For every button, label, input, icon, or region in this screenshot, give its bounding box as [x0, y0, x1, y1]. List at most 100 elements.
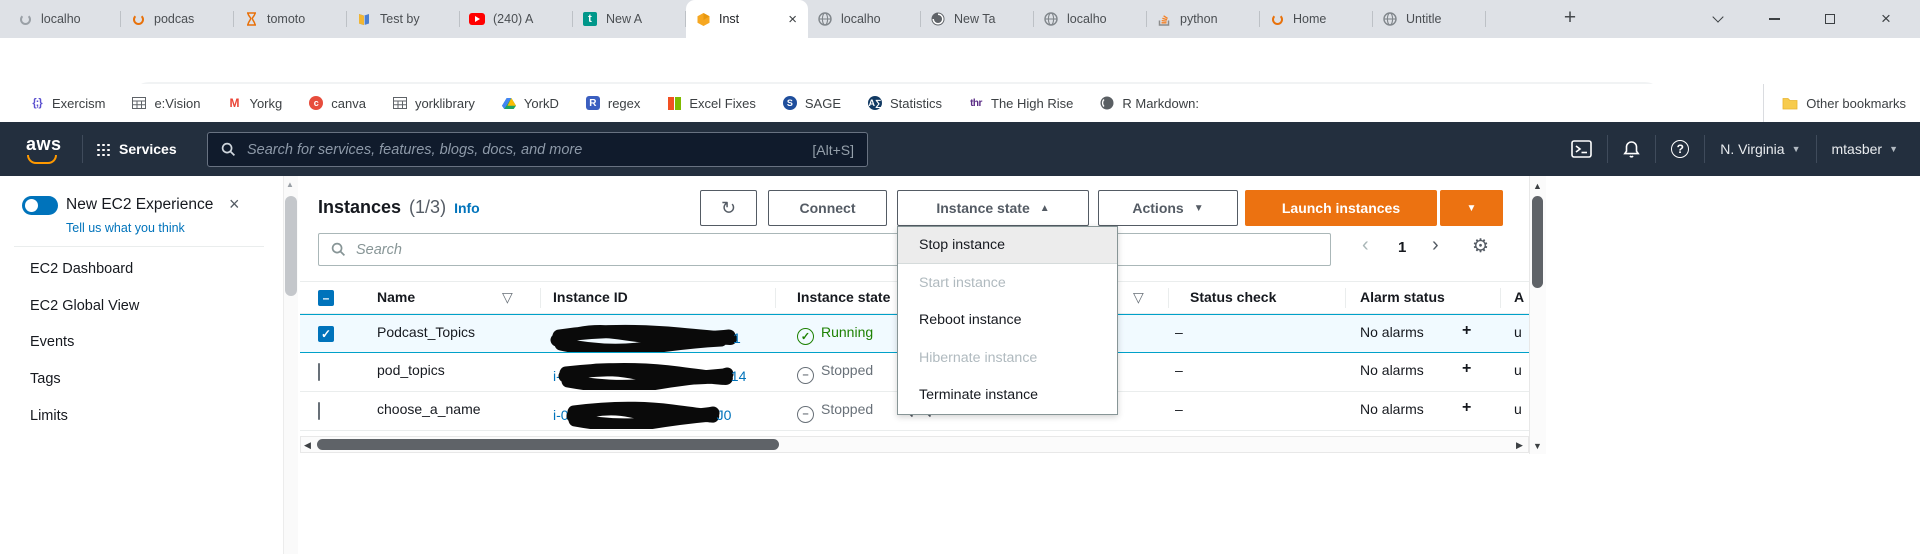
info-link[interactable]: Info: [454, 200, 480, 216]
row-checkbox-checked[interactable]: ✓: [318, 326, 334, 342]
tab-new-a[interactable]: t New A: [573, 0, 686, 38]
instance-state-stopped: –Stopped: [797, 362, 873, 384]
bookmark-sage[interactable]: S SAGE: [769, 88, 854, 118]
bookmark-excel-fixes[interactable]: Excel Fixes: [653, 88, 768, 118]
other-bookmarks-button[interactable]: Other bookmarks: [1763, 84, 1906, 122]
instance-id-link[interactable]: i- 14: [553, 362, 746, 390]
sidebar-scrollbar-thumb[interactable]: [285, 196, 297, 296]
column-header-status-check[interactable]: Status check: [1190, 289, 1277, 305]
bookmark-evision[interactable]: e:Vision: [118, 88, 213, 118]
sidebar-item-ec2-global-view[interactable]: EC2 Global View: [30, 298, 140, 314]
instance-state-button[interactable]: Instance state ▲: [897, 190, 1089, 226]
services-menu-button[interactable]: Services: [96, 122, 177, 176]
scroll-left-icon[interactable]: ◀: [304, 440, 311, 450]
minimize-button[interactable]: [1746, 0, 1802, 38]
instance-state-stopped: –Stopped: [797, 401, 873, 423]
bookmark-canva[interactable]: c canva: [295, 88, 379, 118]
notifications-bell-icon[interactable]: [1623, 140, 1640, 159]
tab-new-tab[interactable]: New Ta: [921, 0, 1034, 38]
connect-button[interactable]: Connect: [768, 190, 887, 226]
region-selector[interactable]: N. Virginia ▼: [1720, 141, 1801, 157]
availability-zone-clipped: u: [1514, 362, 1522, 378]
instance-id-link[interactable]: 1: [550, 324, 741, 352]
add-alarm-plus-icon[interactable]: +: [1462, 360, 1472, 377]
row-checkbox[interactable]: [318, 402, 320, 420]
sidebar-item-tags[interactable]: Tags: [30, 371, 61, 387]
divider: [540, 288, 541, 308]
aws-search-shortcut: [Alt+S]: [812, 141, 854, 158]
new-ec2-experience-toggle[interactable]: [22, 196, 58, 215]
loading-spinner-icon: [1269, 11, 1285, 27]
tab-youtube[interactable]: (240) A: [460, 0, 573, 38]
aws-logo[interactable]: aws: [26, 134, 62, 154]
close-icon[interactable]: ×: [229, 194, 240, 214]
column-header-alarm-status[interactable]: Alarm status: [1360, 289, 1445, 305]
bookmark-regex[interactable]: R regex: [572, 88, 654, 118]
redaction-scribble: [558, 363, 734, 390]
row-checkbox[interactable]: [318, 363, 320, 381]
scroll-down-icon[interactable]: ▼: [1533, 441, 1542, 451]
tab-close-icon[interactable]: ×: [788, 10, 797, 28]
scroll-right-icon[interactable]: ▶: [1516, 440, 1523, 450]
maximize-button[interactable]: [1802, 0, 1858, 38]
hourglass-icon: [243, 11, 259, 27]
aws-search-bar[interactable]: Search for services, features, blogs, do…: [207, 132, 868, 167]
launch-instances-button[interactable]: Launch instances: [1245, 190, 1437, 226]
column-header-availability-zone-clipped[interactable]: A: [1514, 289, 1525, 305]
preferences-gear-icon[interactable]: ⚙: [1472, 236, 1490, 257]
pagination-page-number[interactable]: 1: [1398, 239, 1407, 256]
column-header-instance-id[interactable]: Instance ID: [553, 289, 628, 305]
tab-tomato-timer[interactable]: tomoto: [234, 0, 347, 38]
menu-item-reboot-instance[interactable]: Reboot instance: [919, 312, 1022, 329]
sidebar-item-events[interactable]: Events: [30, 334, 75, 350]
help-question-icon[interactable]: ?: [1671, 140, 1690, 158]
tab-localhost-3[interactable]: localho: [1034, 0, 1147, 38]
bookmark-the-high-rise[interactable]: thr The High Rise: [955, 88, 1086, 118]
tab-localhost-2[interactable]: localho: [808, 0, 921, 38]
tab-stackoverflow[interactable]: python: [1147, 0, 1260, 38]
vertical-scrollbar-thumb[interactable]: [1532, 196, 1543, 288]
sidebar-item-ec2-dashboard[interactable]: EC2 Dashboard: [30, 261, 134, 277]
instance-id-link[interactable]: i-0 J0: [553, 401, 731, 429]
scroll-up-icon[interactable]: ▲: [1533, 181, 1542, 191]
sidebar-item-limits[interactable]: Limits: [30, 408, 68, 424]
instances-search-input[interactable]: Search: [318, 233, 1331, 266]
pagination-prev[interactable]: ‹: [1362, 234, 1369, 256]
pagination-next[interactable]: ›: [1432, 234, 1439, 256]
bookmark-statistics[interactable]: A∑ Statistics: [867, 95, 942, 111]
account-menu[interactable]: mtasber ▼: [1831, 141, 1899, 157]
tab-untitled[interactable]: Untitle: [1373, 0, 1486, 38]
bookmark-yorkg[interactable]: M Yorkg: [213, 88, 295, 118]
tab-podcast[interactable]: podcas: [121, 0, 234, 38]
bookmark-yorkd[interactable]: YorkD: [488, 88, 572, 118]
add-alarm-plus-icon[interactable]: +: [1462, 399, 1472, 416]
bookmark-r-markdown[interactable]: R Markdown:: [1086, 88, 1212, 118]
feedback-link[interactable]: Tell us what you think: [66, 221, 185, 235]
add-alarm-plus-icon[interactable]: +: [1462, 322, 1472, 339]
globe-icon: [817, 11, 833, 27]
refresh-button[interactable]: ↻: [700, 190, 757, 226]
bookmark-exercism[interactable]: {;} Exercism: [16, 88, 118, 118]
redaction-scribble: [566, 401, 720, 429]
tab-test[interactable]: Test by: [347, 0, 460, 38]
column-header-name[interactable]: Name: [377, 289, 416, 305]
column-header-instance-state[interactable]: Instance state: [797, 289, 891, 305]
tab-localhost-1[interactable]: localho: [8, 0, 121, 38]
window-close-button[interactable]: ×: [1858, 0, 1914, 38]
tab-aws-instances-active[interactable]: Inst ×: [686, 0, 808, 38]
tab-home[interactable]: Home: [1260, 0, 1373, 38]
sort-icon[interactable]: ▽: [502, 289, 513, 305]
sort-icon[interactable]: ▽: [1133, 289, 1144, 305]
actions-button[interactable]: Actions ▼: [1098, 190, 1238, 226]
tab-search-button[interactable]: [1690, 0, 1746, 38]
select-all-checkbox[interactable]: –: [318, 290, 334, 306]
cloudshell-icon[interactable]: [1571, 140, 1593, 158]
launch-instances-dropdown-button[interactable]: ▼: [1440, 190, 1503, 226]
new-tab-button[interactable]: +: [1563, 6, 1577, 29]
scroll-up-icon[interactable]: ▲: [286, 180, 294, 189]
menu-item-stop-instance[interactable]: Stop instance: [898, 227, 1117, 265]
bookmark-yorklibrary[interactable]: yorklibrary: [379, 88, 488, 118]
globe-icon: [1043, 11, 1059, 27]
horizontal-scrollbar-thumb[interactable]: [317, 439, 779, 450]
menu-item-terminate-instance[interactable]: Terminate instance: [919, 387, 1039, 404]
